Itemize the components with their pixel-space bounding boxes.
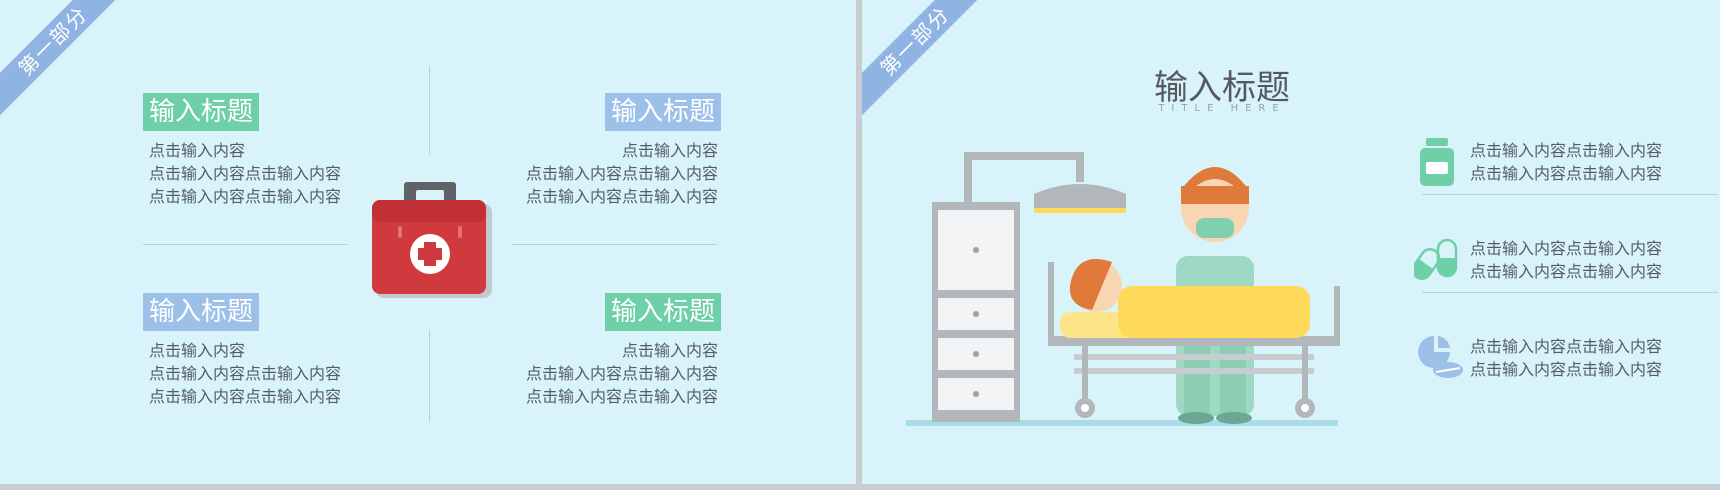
section-text-bottom-left[interactable]: 点击输入内容 点击输入内容点击输入内容 点击输入内容点击输入内容 bbox=[149, 339, 359, 408]
text-line: 点击输入内容点击输入内容 bbox=[525, 387, 718, 406]
first-aid-kit-icon bbox=[372, 182, 492, 298]
item-divider bbox=[1422, 194, 1718, 195]
section-title-top-right[interactable]: 输入标题 bbox=[605, 93, 722, 131]
section-title-bottom-right[interactable]: 输入标题 bbox=[605, 293, 722, 331]
list-item[interactable]: 点击输入内容点击输入内容 点击输入内容点击输入内容 bbox=[1470, 237, 1690, 283]
page-title[interactable]: 输入标题 bbox=[1154, 68, 1290, 108]
divider-horizontal-right bbox=[512, 244, 717, 245]
text-line: 点击输入内容点击输入内容 bbox=[525, 164, 718, 183]
section-title-bottom-left[interactable]: 输入标题 bbox=[143, 293, 260, 331]
text-line: 点击输入内容 bbox=[621, 141, 718, 160]
section-ribbon: 第一部分 bbox=[862, 0, 1000, 126]
divider-vertical-top bbox=[429, 66, 430, 154]
page-subtitle: TITLE HERE bbox=[1158, 103, 1286, 114]
text-line: 点击输入内容点击输入内容 bbox=[1470, 141, 1663, 160]
slide-2: 第一部分 输入标题 TITLE HERE bbox=[862, 0, 1720, 484]
text-line: 点击输入内容点击输入内容 bbox=[149, 387, 342, 406]
item-divider bbox=[1422, 292, 1718, 293]
section-ribbon: 第一部分 bbox=[0, 0, 138, 126]
divider-vertical-bottom bbox=[429, 330, 430, 422]
text-line: 点击输入内容点击输入内容 bbox=[1470, 239, 1663, 258]
divider-horizontal-left bbox=[143, 244, 348, 245]
section-text-top-right[interactable]: 点击输入内容 点击输入内容点击输入内容 点击输入内容点击输入内容 bbox=[508, 139, 718, 208]
text-line: 点击输入内容 bbox=[149, 341, 246, 360]
section-title-top-left[interactable]: 输入标题 bbox=[143, 93, 260, 131]
text-line: 点击输入内容点击输入内容 bbox=[149, 187, 342, 206]
text-line: 点击输入内容点击输入内容 bbox=[1470, 164, 1663, 183]
section-text-bottom-right[interactable]: 点击输入内容 点击输入内容点击输入内容 点击输入内容点击输入内容 bbox=[508, 339, 718, 408]
medicine-bottle-icon bbox=[1420, 138, 1454, 186]
text-line: 点击输入内容点击输入内容 bbox=[525, 187, 718, 206]
slide-1: 第一部分 输入标题 点击输入内容 点击输入内容点击输入内容 点击输入内容点击输入… bbox=[0, 0, 856, 484]
list-item[interactable]: 点击输入内容点击输入内容 点击输入内容点击输入内容 bbox=[1470, 335, 1690, 381]
pill-tablet-icon bbox=[1418, 336, 1463, 378]
text-line: 点击输入内容点击输入内容 bbox=[1470, 337, 1663, 356]
list-item[interactable]: 点击输入内容点击输入内容 点击输入内容点击输入内容 bbox=[1470, 139, 1690, 185]
text-line: 点击输入内容点击输入内容 bbox=[1470, 262, 1663, 281]
text-line: 点击输入内容点击输入内容 bbox=[149, 164, 342, 183]
text-line: 点击输入内容 bbox=[149, 141, 246, 160]
section-text-top-left[interactable]: 点击输入内容 点击输入内容点击输入内容 点击输入内容点击输入内容 bbox=[149, 139, 359, 208]
capsule-pills-icon bbox=[1414, 238, 1458, 280]
text-line: 点击输入内容 bbox=[621, 341, 718, 360]
text-line: 点击输入内容点击输入内容 bbox=[1470, 360, 1663, 379]
text-line: 点击输入内容点击输入内容 bbox=[525, 364, 718, 383]
text-line: 点击输入内容点击输入内容 bbox=[149, 364, 342, 383]
hospital-bed-illustration bbox=[906, 152, 1340, 426]
